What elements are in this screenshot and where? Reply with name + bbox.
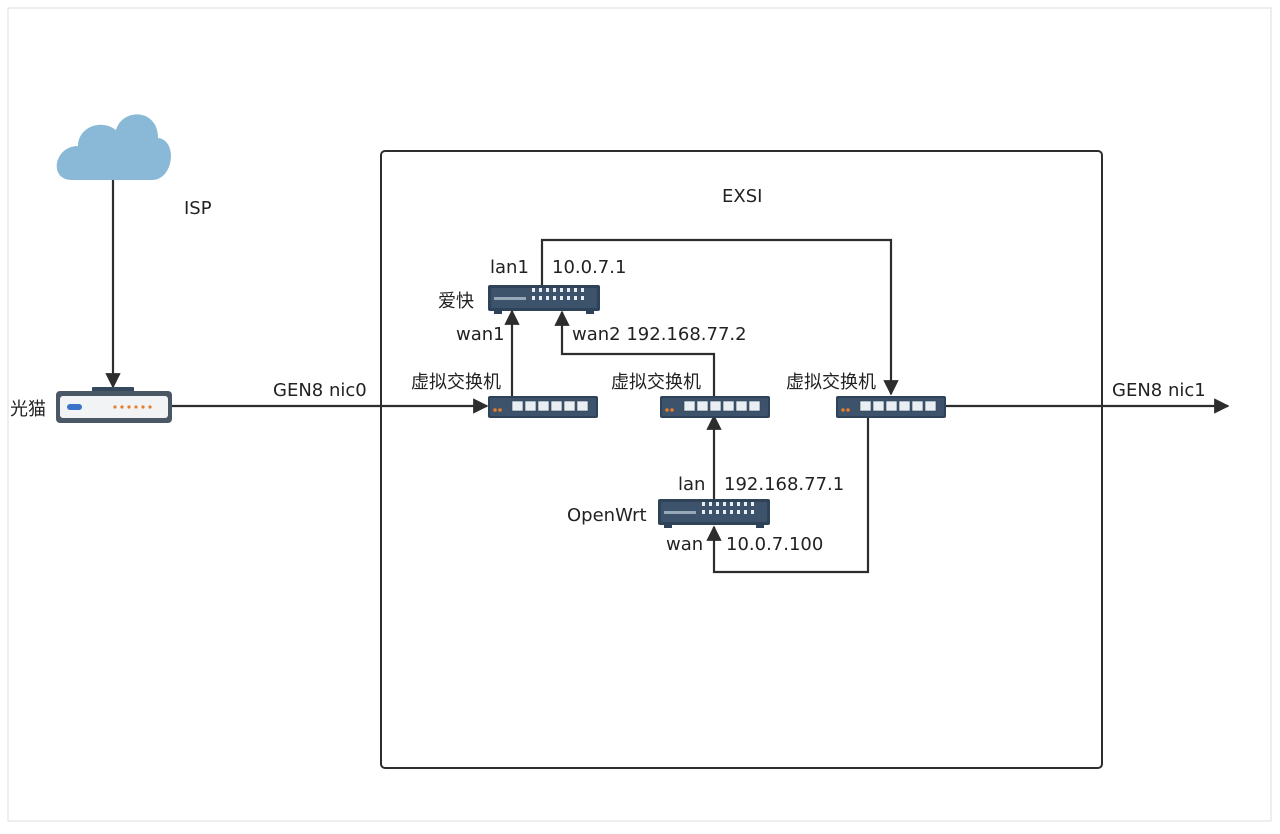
openwrt-lan-label: lan: [678, 474, 706, 495]
router-icon: [488, 285, 600, 314]
modem-label: 光猫: [10, 399, 46, 420]
nic0-label: GEN8 nic0: [273, 380, 367, 401]
wan2-link: [554, 310, 716, 396]
ikuai-label: 爱快: [438, 291, 474, 312]
switch-icon: [836, 396, 946, 418]
ikuai-wan2-label: wan2 192.168.77.2: [572, 324, 747, 345]
exsi-host-box: [380, 150, 1103, 769]
openwrt-wan-label: wan: [666, 534, 704, 555]
openwrt-label: OpenWrt: [567, 505, 647, 526]
ikuai-lan1-ip: 10.0.7.1: [552, 257, 627, 278]
lan1-link: [540, 238, 899, 396]
nic1-label: GEN8 nic1: [1112, 380, 1206, 401]
modem-icon: [56, 387, 172, 423]
vswitch1-label: 虚拟交换机: [411, 372, 501, 393]
openwrt-lan-ip: 192.168.77.1: [724, 474, 845, 495]
ikuai-lan1-label: lan1: [490, 257, 529, 278]
ikuai-wan1-label: wan1: [456, 324, 505, 345]
router-icon: [658, 499, 770, 528]
isp-label: ISP: [184, 198, 212, 219]
vswitch3-label: 虚拟交换机: [786, 372, 876, 393]
vswitch2-label: 虚拟交换机: [611, 372, 701, 393]
connections: [105, 178, 1230, 574]
openwrt-wan-ip: 10.0.7.100: [726, 534, 824, 555]
switch-icon: [488, 396, 598, 418]
exsi-label: EXSI: [722, 186, 763, 207]
openwrt-wan-link: [706, 418, 870, 574]
cloud-icon: [56, 114, 171, 180]
page-frame: [7, 7, 1272, 822]
switch-icon: [660, 396, 770, 418]
